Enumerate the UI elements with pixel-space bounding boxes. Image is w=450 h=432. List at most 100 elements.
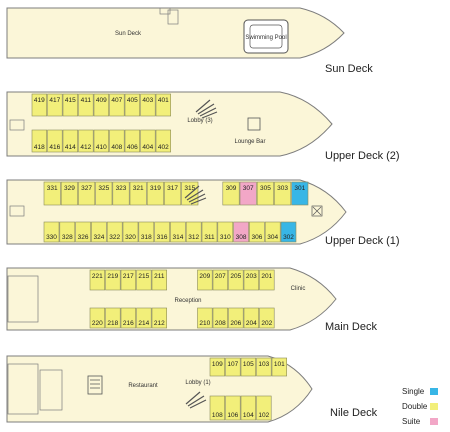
legend-label-double: Double	[402, 402, 428, 411]
cabin-327	[78, 181, 96, 206]
cabin-number: 221	[92, 273, 103, 280]
cabin-number: 109	[212, 361, 223, 368]
cabin-number: 101	[274, 361, 285, 368]
cabin-number: 218	[107, 320, 118, 327]
legend-swatch-suite	[430, 418, 438, 425]
cabin-number: 411	[81, 97, 92, 104]
cabin-323	[112, 181, 130, 206]
area-sun-deck: Sun Deck	[115, 31, 142, 37]
cabin-number: 320	[125, 234, 136, 241]
cabin-221	[89, 269, 105, 291]
cabin-412	[78, 129, 94, 153]
cabin-number: 210	[199, 320, 210, 327]
cabin-number: 323	[116, 185, 127, 192]
cabin-326	[75, 221, 91, 243]
area-lounge-bar: Lounge Bar	[234, 139, 265, 145]
cabin-number: 305	[260, 185, 271, 192]
cabin-number: 201	[261, 273, 272, 280]
staircase-icon	[184, 185, 207, 205]
cabin-number: 322	[109, 234, 120, 241]
cabin-404	[140, 129, 156, 153]
cabin-number: 408	[111, 144, 122, 151]
deck-label-main: Main Deck	[325, 321, 377, 333]
cabin-325	[95, 181, 113, 206]
cabin-number: 105	[243, 361, 254, 368]
cabin-number: 328	[62, 234, 73, 241]
cabin-415	[62, 93, 78, 117]
cabin-number: 418	[34, 144, 45, 151]
legend: Single Double Suite	[402, 387, 438, 426]
cabin-328	[59, 221, 76, 243]
cabin-107	[225, 357, 241, 377]
cabin-number: 205	[230, 273, 241, 280]
cabin-number: 215	[138, 273, 149, 280]
area-restaurant: Restaurant	[128, 383, 158, 389]
cabin-number: 401	[158, 97, 169, 104]
cabin-302	[280, 221, 297, 243]
cabin-108	[209, 395, 225, 421]
cabin-number: 204	[246, 320, 257, 327]
cabin-417	[47, 93, 63, 117]
cabin-109	[209, 357, 225, 377]
cabin-416	[47, 129, 63, 153]
cabin-number: 219	[107, 273, 118, 280]
cabin-number: 312	[188, 234, 199, 241]
cabin-414	[62, 129, 78, 153]
cabin-number: 301	[294, 185, 305, 192]
cabin-number: 403	[142, 97, 153, 104]
cabin-402	[155, 129, 171, 153]
cabin-number: 216	[123, 320, 134, 327]
cabin-number: 330	[46, 234, 57, 241]
cabin-219	[105, 269, 121, 291]
cabin-number: 303	[277, 185, 288, 192]
hull-main	[6, 267, 337, 331]
cabin-214	[136, 307, 152, 329]
cabin-317	[164, 181, 182, 206]
cabin-number: 302	[283, 234, 294, 241]
cabin-number: 331	[47, 185, 58, 192]
deck-label-upper1: Upper Deck (1)	[325, 235, 400, 247]
cabin-319	[146, 181, 164, 206]
hull-sun	[6, 7, 345, 59]
cabin-number: 414	[65, 144, 76, 151]
cabin-number: 212	[154, 320, 165, 327]
cabin-408	[109, 129, 125, 153]
bar-counter	[247, 117, 261, 131]
cabin-403	[140, 93, 156, 117]
cabin-number: 319	[150, 185, 161, 192]
cabin-number: 402	[158, 144, 169, 151]
cabin-number: 405	[127, 97, 138, 104]
galley-block	[39, 369, 63, 411]
cabin-number: 314	[172, 234, 183, 241]
cabin-number: 419	[34, 97, 45, 104]
cabin-320	[122, 221, 139, 243]
deck-label-nile: Nile Deck	[330, 407, 378, 419]
cabin-331	[43, 181, 61, 206]
legend-swatch-double	[430, 403, 438, 410]
cabin-307	[239, 181, 257, 206]
cabin-220	[89, 307, 105, 329]
stern-stair-upper2	[9, 119, 25, 131]
cabin-number: 208	[215, 320, 226, 327]
cabin-number: 406	[127, 144, 138, 151]
cabin-number: 102	[258, 412, 269, 419]
cabin-number: 329	[64, 185, 75, 192]
cabin-212	[151, 307, 167, 329]
cabin-305	[256, 181, 274, 206]
cabin-number: 310	[220, 234, 231, 241]
cabin-number: 315	[184, 185, 195, 192]
cabin-215	[136, 269, 152, 291]
cabin-number: 108	[212, 412, 223, 419]
stern-area-nile	[7, 363, 39, 415]
cabin-211	[151, 269, 167, 291]
cabin-208	[212, 307, 228, 329]
cabin-105	[240, 357, 256, 377]
cabin-329	[60, 181, 78, 206]
cabin-number: 316	[157, 234, 168, 241]
area-lobby-upper2: Lobby (3)	[187, 118, 212, 124]
pool-inner	[249, 24, 283, 49]
